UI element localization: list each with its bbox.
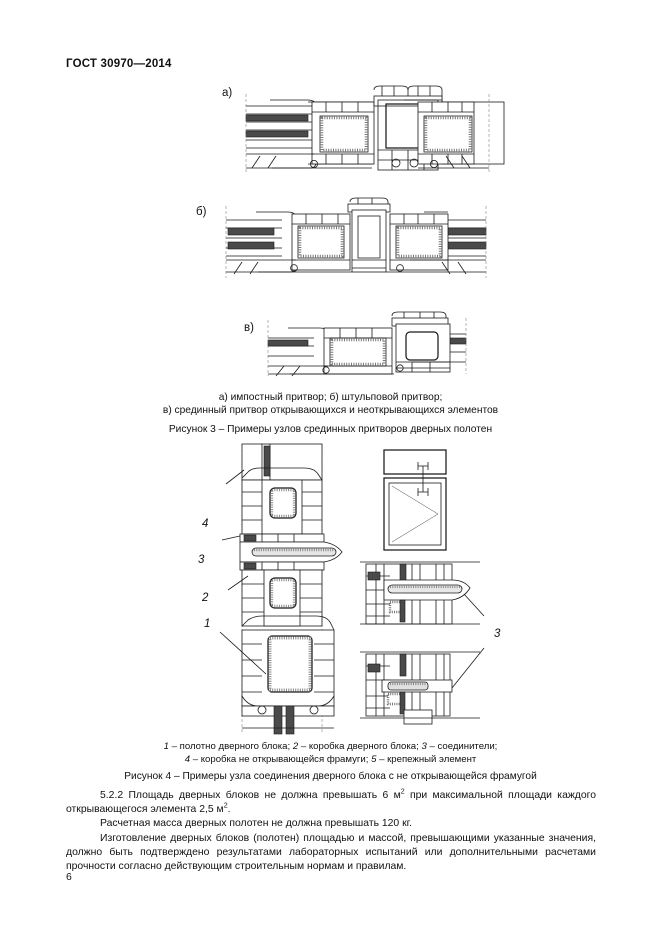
figure3-part-v-drawing [267, 311, 467, 377]
legend-num-1: 1 [163, 741, 169, 752]
figure4-main-drawing [219, 443, 343, 735]
figure4-detail-lower-drawing [360, 647, 485, 725]
figure4-main-section [218, 443, 348, 735]
body-text-block: 5.2.2 Площадь дверных блоков не должна п… [66, 789, 596, 874]
paragraph-5-2-2: 5.2.2 Площадь дверных блоков не должна п… [66, 789, 596, 817]
legend-num-5: 5 [371, 754, 377, 765]
figure4-callout-2: 2 [202, 592, 209, 604]
figure3-caption-title: Рисунок 3 – Примеры узлов срединных прит… [168, 424, 493, 435]
figure4-callout-1: 1 [204, 618, 211, 630]
figure3-caption-line1: а) импостный притвор; б) штульповой прит… [218, 392, 443, 403]
paragraph-mass: Расчетная масса дверных полотен не должн… [100, 818, 413, 830]
legend-num-2: 2 [292, 741, 299, 752]
figure4-callout-4: 4 [202, 518, 209, 530]
figure4-detail-lower [360, 647, 486, 728]
figure4-window-elevation [382, 448, 452, 552]
figure3-label-v: в) [244, 322, 254, 334]
legend-num-4: 4 [184, 754, 191, 765]
legend-text-2: – коробка дверного блока; [298, 741, 422, 752]
page-number: 6 [66, 872, 72, 883]
figure3-part-v: в) [244, 311, 470, 380]
legend-text-3: – соединители; [426, 741, 498, 752]
p1-sup1: 2 [400, 788, 405, 796]
legend-num-3: 3 [421, 741, 427, 752]
figure3-part-b-drawing [225, 197, 487, 278]
p1-mid: при максимальной площади каждого открыва… [66, 790, 596, 816]
page-header-standard: ГОСТ 30970—2014 [66, 58, 172, 70]
figure3-label-b: б) [196, 206, 207, 218]
figure4-caption-title: Рисунок 4 – Примеры узла соединения двер… [124, 771, 537, 782]
figure4-legend-line1: 1 – полотно дверного блока; 2 – коробка … [0, 740, 661, 754]
figure4-callout-3-right: 3 [494, 628, 501, 640]
figure4-window-elevation-drawing [383, 449, 447, 551]
figure3-caption-line2: в) срединный притвор открывающихся и нео… [162, 405, 499, 416]
p1-end: . [227, 804, 231, 816]
figure4-detail-upper [360, 558, 486, 636]
figure3-part-a: а) [222, 84, 505, 180]
figure3-label-a: а) [222, 87, 233, 99]
p1-sup2: 2 [223, 802, 228, 810]
figure4-callout-3: 3 [198, 554, 205, 566]
figure4-legend-line2: 4 – коробка не открывающейся фрамуги; 5 … [0, 753, 661, 767]
figure3-part-b: б) [196, 197, 492, 282]
legend-text-4: – коробка не открывающейся фрамуги; [190, 754, 372, 765]
figure3-part-a-drawing [245, 85, 505, 174]
legend-text-1: – полотно дверного блока; [168, 741, 293, 752]
legend-text-5: – крепежный элемент [376, 754, 477, 765]
paragraph-manufacture: Изготовление дверных блоков (полотен) пл… [66, 832, 596, 873]
figure4-detail-upper-drawing [360, 561, 485, 625]
p1-pre: 5.2.2 Площадь дверных блоков не должна п… [100, 790, 401, 801]
